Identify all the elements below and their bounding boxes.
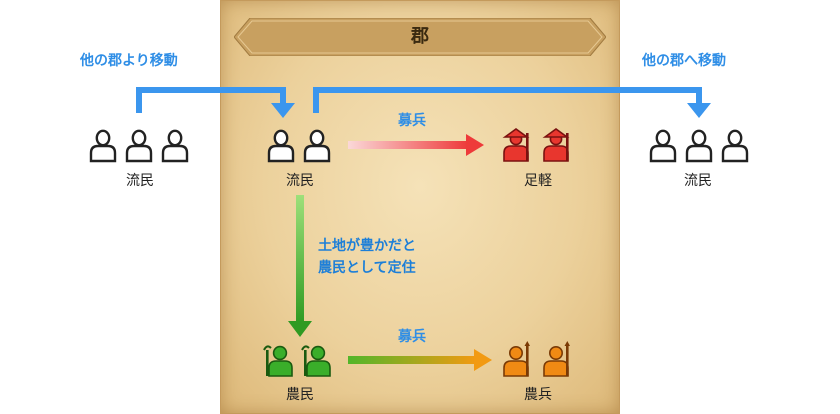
move-in-arrow [136, 87, 286, 113]
settle-label-line2: 農民として定住 [318, 260, 416, 276]
recruit-arrow-top [348, 141, 468, 149]
ashigaru-label: 足軽 [524, 173, 552, 189]
vagrant-left-label: 流民 [126, 173, 154, 189]
district-banner [234, 18, 606, 56]
farmer-icon [263, 345, 331, 377]
farmer-label: 農民 [286, 387, 314, 403]
settle-arrow [296, 195, 304, 323]
vagrant-center-label: 流民 [286, 173, 314, 189]
vagrant-right-label: 流民 [684, 173, 712, 189]
district-panel [220, 0, 620, 414]
vagrant-group-center-icon [267, 129, 331, 163]
recruit-label-bottom: 募兵 [398, 329, 426, 345]
vagrant-group-left-icon [89, 129, 189, 163]
settle-label-line1: 土地が豊かだと [318, 238, 416, 254]
farmer-soldier-label: 農兵 [524, 387, 552, 403]
recruit-label-top: 募兵 [398, 113, 426, 129]
move-out-arrow [313, 87, 702, 113]
district-title: 郡 [411, 26, 429, 47]
ashigaru-icon [503, 128, 570, 162]
vagrant-group-right-icon [649, 129, 749, 163]
move-out-label: 他の郡へ移動 [642, 53, 726, 69]
move-in-label: 他の郡より移動 [80, 53, 178, 69]
recruit-arrow-bottom [348, 356, 476, 364]
farmer-soldier-icon [503, 340, 571, 377]
